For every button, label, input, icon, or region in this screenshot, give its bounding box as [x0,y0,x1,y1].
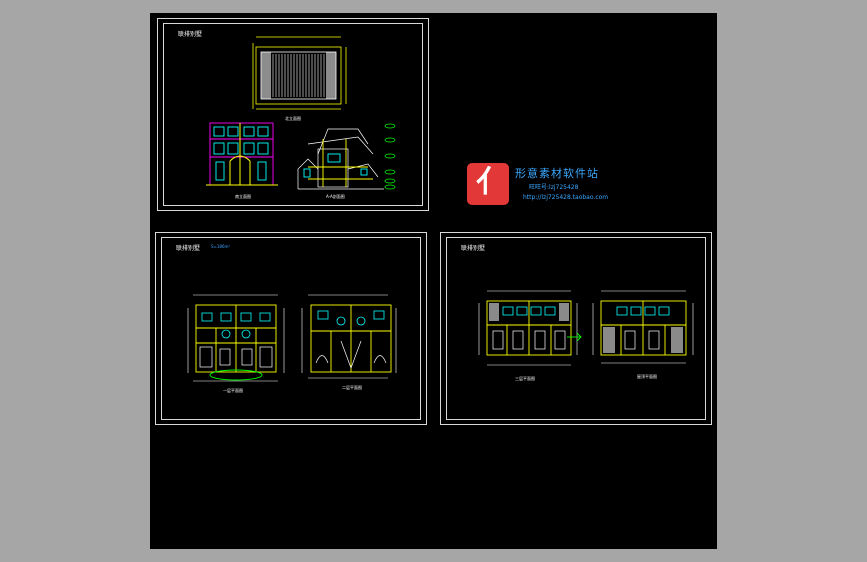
third-floor-label: 三层平面图 [515,376,535,381]
sheet-frame [446,237,706,420]
roof-plan-label: 屋顶平面图 [637,374,657,379]
cad-viewport[interactable]: 联排别墅 [150,13,717,549]
elevation-sheet[interactable]: 联排别墅 [157,18,429,211]
south-elevation-label: 南立面图 [235,194,251,199]
plans-svg-2 [478,290,694,366]
sheet-frame [161,237,421,420]
sheet-title: 联排别墅 [461,245,486,252]
plans-sheet-1[interactable]: 联排别墅 S=186m² [155,232,427,425]
watermark-title: 形意素材软件站 [515,167,599,180]
plans-svg-1 [187,294,397,382]
watermark-logo-icon: 亻 [467,163,509,205]
second-floor-label: 二层平面图 [342,385,362,390]
watermark-url: http://lzj725428.taobao.com [523,194,609,201]
site-watermark: 亻 形意素材软件站 旺旺号:lzj725428 http://lzj725428… [467,163,627,213]
north-elevation-label: 北立面图 [285,116,301,121]
sheet-title: 联排别墅 [176,245,201,252]
section-label: A-A剖面图 [326,194,345,199]
watermark-qq: 旺旺号:lzj725428 [529,184,579,191]
logo-glyph: 亻 [476,165,506,200]
sheet-frame [163,23,423,206]
plans-sheet-2[interactable]: 联排别墅 [440,232,712,425]
elevation-svg [206,36,396,190]
sheet-title: 联排别墅 [178,31,203,38]
area-note: S=186m² [211,244,231,249]
ground-floor-label: 一层平面图 [223,388,243,393]
